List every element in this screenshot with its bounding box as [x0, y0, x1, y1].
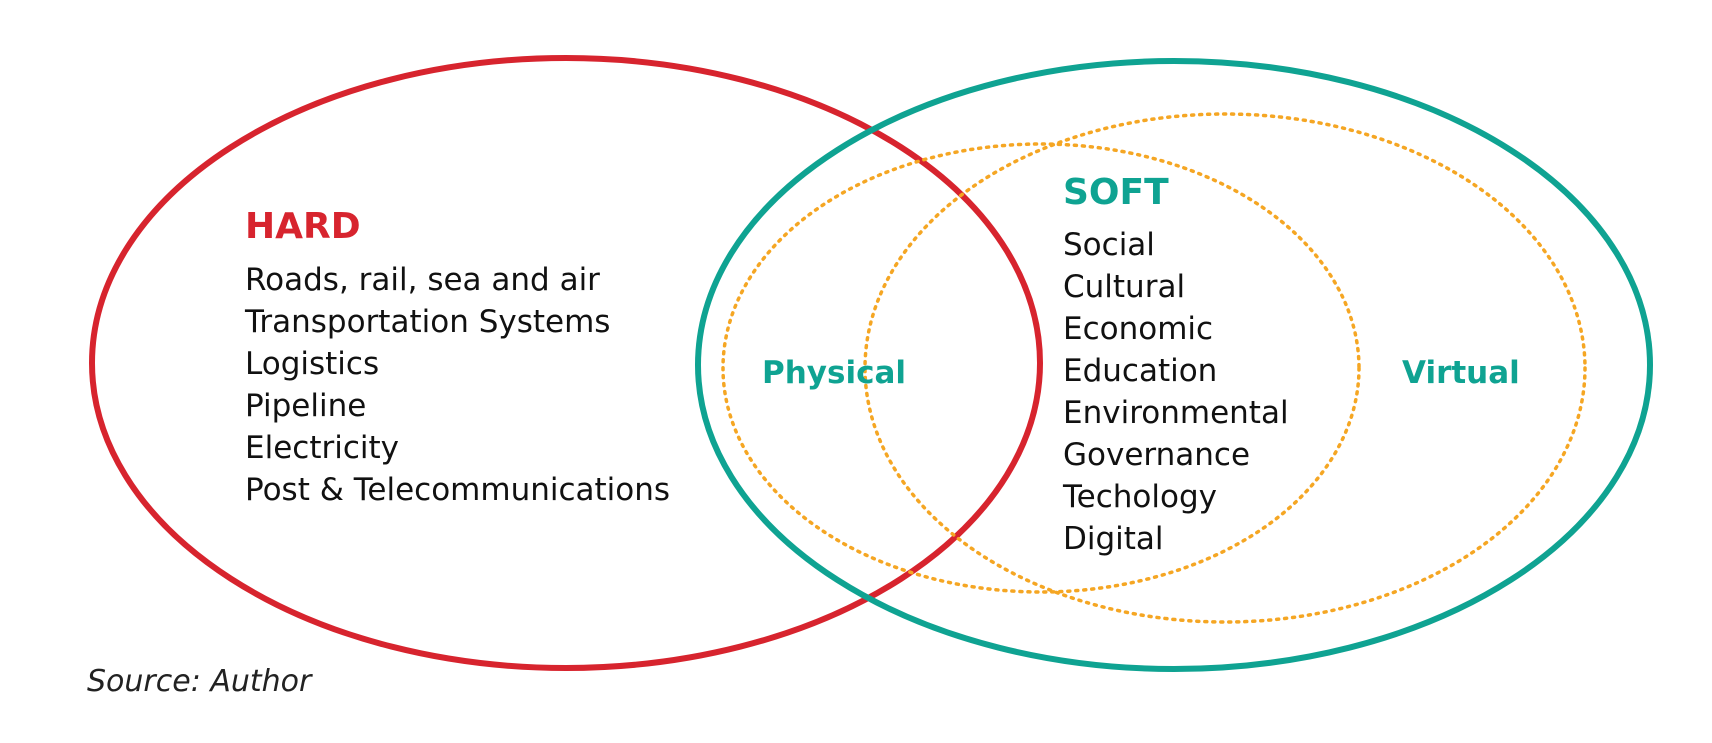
virtual-dotted-ellipse — [863, 112, 1587, 624]
physical-label: Physical — [762, 355, 906, 391]
soft-item: Economic — [1063, 311, 1213, 347]
virtual-label: Virtual — [1402, 355, 1520, 391]
hard-item: Roads, rail, sea and air — [245, 262, 600, 298]
soft-title: SOFT — [1063, 172, 1169, 213]
soft-group: SOFT Social Cultural Economic Education … — [1062, 172, 1289, 557]
soft-item: Techology — [1062, 479, 1217, 515]
soft-item: Environmental — [1063, 395, 1289, 431]
source-caption: Source: Author — [87, 664, 313, 699]
hard-item: Pipeline — [245, 388, 366, 424]
soft-item: Education — [1063, 353, 1217, 389]
physical-dotted-ellipse — [721, 142, 1361, 594]
soft-item: Social — [1063, 227, 1155, 263]
hard-item: Electricity — [245, 430, 399, 466]
hard-title: HARD — [245, 206, 361, 247]
soft-item: Digital — [1063, 521, 1164, 557]
soft-item: Cultural — [1063, 269, 1185, 305]
hard-item: Logistics — [245, 346, 379, 382]
soft-item: Governance — [1063, 437, 1250, 473]
hard-item: Post & Telecommunications — [245, 472, 670, 508]
hard-item: Transportation Systems — [244, 304, 610, 340]
soft-ellipse — [695, 58, 1653, 672]
hard-group: HARD Roads, rail, sea and air Transporta… — [244, 206, 670, 508]
hard-ellipse — [89, 55, 1043, 671]
